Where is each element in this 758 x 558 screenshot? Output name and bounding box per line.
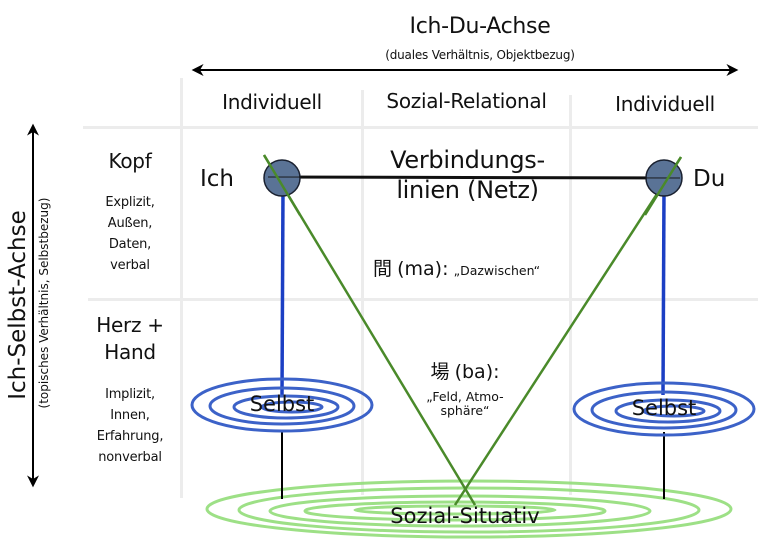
row-detail: Außen, bbox=[107, 216, 153, 231]
green-line-du-to-field bbox=[453, 156, 683, 506]
green-line-ich-overlay bbox=[262, 154, 302, 216]
row-detail: Explizit, bbox=[105, 195, 155, 210]
self-label-right: Selbst bbox=[631, 396, 697, 420]
node-label-du: Du bbox=[693, 166, 726, 192]
row-label-kopf: Kopf bbox=[108, 149, 152, 173]
row-label-line: Herz + bbox=[96, 313, 164, 337]
blue-line-du-to-self bbox=[661, 189, 666, 396]
connection-label: Verbindungs- linien (Netz) bbox=[370, 145, 565, 205]
connection-label-line: linien (Netz) bbox=[396, 176, 539, 204]
row-detail: Daten, bbox=[108, 237, 152, 252]
column-header-individuell-left: Individuell bbox=[222, 90, 322, 114]
column-header-sozial-relational: Sozial-Relational bbox=[386, 89, 547, 113]
horizontal-axis-title: Ich-Du-Achse bbox=[409, 14, 551, 39]
row-details-herz-hand: Implizit, Innen, Erfahrung, nonverbal bbox=[80, 384, 180, 468]
blue-line-ich-to-self bbox=[280, 189, 285, 396]
row-label-line: Hand bbox=[104, 340, 156, 364]
vertical-axis-title: Ich-Selbst-Achse bbox=[5, 210, 31, 400]
vertical-axis-subtitle: (topisches Verhältnis, Selbstbezug) bbox=[37, 197, 51, 409]
ma-label: 間 (ma): „Dazwischen“ bbox=[373, 254, 540, 281]
row-detail: Innen, bbox=[110, 408, 150, 423]
green-line-du-overlay bbox=[643, 156, 683, 216]
field-label: Sozial-Situativ bbox=[390, 504, 540, 528]
horizontal-axis-subtitle: (duales Verhältnis, Objektbezug) bbox=[385, 48, 575, 62]
grid-line-row-2 bbox=[88, 298, 758, 301]
row-detail: Erfahrung, bbox=[96, 429, 164, 444]
row-label-herz-hand: Herz + Hand bbox=[80, 312, 180, 366]
row-details-kopf: Explizit, Außen, Daten, verbal bbox=[85, 192, 175, 276]
self-spiral-right bbox=[572, 381, 756, 437]
ba-meaning-line: „Feld, Atmo- bbox=[426, 389, 504, 404]
connection-label-line: Verbindungs- bbox=[390, 146, 545, 174]
grid-line-col-2 bbox=[361, 90, 364, 495]
self-spiral-left bbox=[190, 377, 374, 433]
node-label-ich: Ich bbox=[200, 166, 235, 192]
field-spiral bbox=[205, 479, 733, 539]
grid-line-row-1 bbox=[83, 126, 758, 129]
grid-line-col-3 bbox=[569, 95, 572, 495]
grid-line-col-1 bbox=[180, 78, 183, 498]
row-detail: verbal bbox=[110, 258, 150, 273]
row-detail: Implizit, bbox=[105, 387, 155, 402]
ba-label: 場 (ba): bbox=[395, 357, 535, 384]
ma-reading: (ma): bbox=[397, 258, 449, 280]
ma-meaning: „Dazwischen“ bbox=[453, 263, 541, 278]
column-header-individuell-right: Individuell bbox=[615, 92, 715, 116]
ba-meaning: „Feld, Atmo- sphäre“ bbox=[395, 390, 535, 418]
self-label-left: Selbst bbox=[249, 392, 315, 416]
ma-kanji: 間 bbox=[373, 258, 393, 280]
row-detail: nonverbal bbox=[98, 450, 162, 465]
ba-kanji: 場 bbox=[430, 361, 450, 383]
connection-line-overlay bbox=[267, 176, 681, 179]
ba-reading: (ba): bbox=[454, 361, 500, 383]
ba-meaning-line: sphäre“ bbox=[440, 403, 490, 418]
